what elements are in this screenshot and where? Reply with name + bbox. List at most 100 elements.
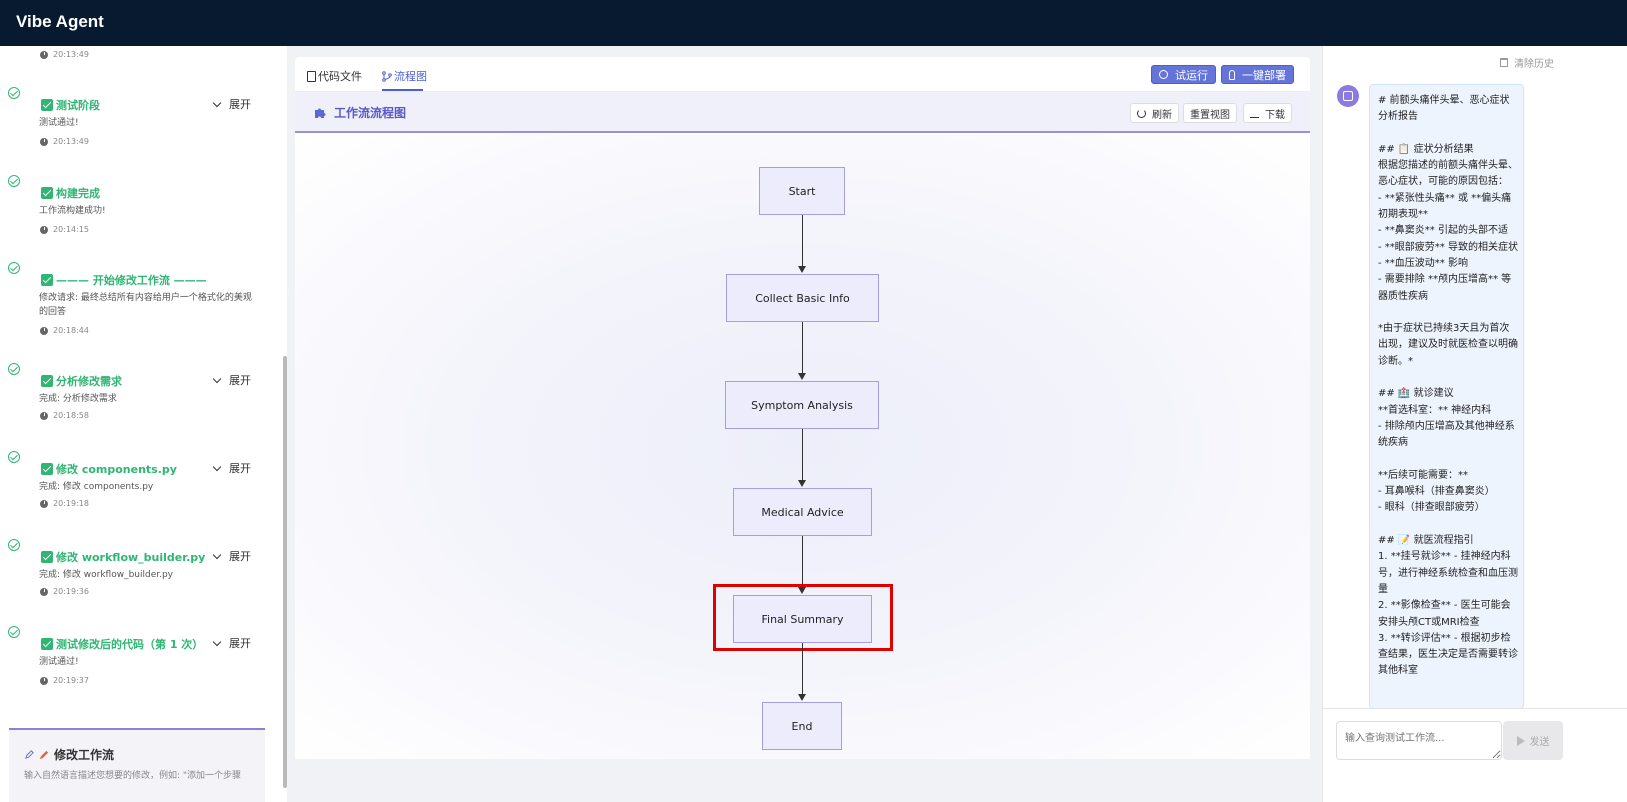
tab-flowchart[interactable]: 流程图 [382,68,427,84]
trash-icon [1500,58,1508,67]
edit-icon [39,750,49,760]
check-circle-icon [8,262,20,274]
step-title: 修改 workflow_builder.py [41,549,205,565]
chevron-down-icon [212,374,222,383]
step-desc: 测试通过! [39,657,79,667]
chevron-down-icon [212,637,222,646]
download-icon [1250,109,1259,118]
flowchart-canvas[interactable]: Start Collect Basic Info Symptom Analysi… [295,135,1310,759]
sidebar-scrollbar[interactable] [283,356,287,788]
refresh-button[interactable]: 刷新 [1130,103,1179,123]
flow-edge [802,536,803,588]
step-desc: 完成: 修改 components.py [39,482,154,492]
clock-icon [40,137,48,146]
clear-history-button[interactable]: 清除历史 [1500,55,1554,70]
clock-icon [40,225,48,234]
top-bar: Vibe Agent [0,0,1627,46]
flow-node-final-summary[interactable]: Final Summary [733,595,872,643]
flow-node-start[interactable]: Start [759,167,845,215]
arrow-head [798,266,806,273]
chevron-down-icon [212,550,222,559]
checkbox-icon [41,187,53,199]
bot-avatar [1337,85,1359,107]
expand-toggle[interactable]: 展开 [212,635,251,651]
workflow-title: 工作流流程图 [314,104,406,121]
send-icon [1516,735,1525,746]
step-time: 20:18:44 [40,326,89,335]
reset-view-button[interactable]: 重置视图 [1183,103,1237,123]
step-title: 测试阶段 [41,97,100,113]
workflow-header: 工作流流程图 刷新 重置视图 下载 [295,92,1310,133]
expand-toggle[interactable]: 展开 [212,548,251,564]
tab-code-files[interactable]: 代码文件 [307,68,362,84]
flow-edge [802,322,803,374]
clock-icon [40,587,48,596]
step-title: 分析修改需求 [41,373,122,389]
refresh-icon [1137,108,1146,118]
flow-node-collect-basic-info[interactable]: Collect Basic Info [726,274,879,322]
clock-icon [40,50,48,59]
chat-input[interactable] [1336,721,1502,760]
tab-bar: 代码文件 流程图 试运行 一键部署 [295,57,1310,92]
step-time: 20:13:49 [40,137,89,146]
step-title: 修改 components.py [41,461,177,477]
flow-node-symptom-analysis[interactable]: Symptom Analysis [725,381,879,429]
branch-icon [382,70,392,82]
check-circle-icon [8,539,20,551]
deploy-button[interactable]: 一键部署 [1221,65,1294,84]
trial-run-button[interactable]: 试运行 [1151,65,1216,84]
modify-input-hint[interactable]: 输入自然语言描述您想要的修改，例如: "添加一个步骤 [24,771,242,781]
send-button[interactable]: 发送 [1503,721,1563,760]
modify-workflow-panel: 修改工作流 输入自然语言描述您想要的修改，例如: "添加一个步骤 [9,728,265,802]
arrow-head [798,373,806,380]
step-time: 20:13:49 [40,50,89,59]
active-tab-indicator [382,89,423,91]
flow-node-end[interactable]: End [762,702,842,750]
pencil-icon [25,750,34,759]
flow-node-medical-advice[interactable]: Medical Advice [733,488,872,536]
chevron-down-icon [212,98,222,107]
download-button[interactable]: 下载 [1243,103,1292,123]
rocket-icon [1229,69,1235,80]
step-desc: 测试通过! [39,118,79,128]
flow-edge [802,429,803,481]
file-icon [307,70,316,82]
step-time: 20:19:37 [40,676,89,685]
clock-icon [40,411,48,420]
chevron-down-icon [212,462,222,471]
assistant-message: # 前额头痛伴头晕、恶心症状分析报告 ## 📋 症状分析结果 根据您描述的前额头… [1369,84,1524,709]
clock-icon [40,326,48,335]
check-circle-icon [8,363,20,375]
step-title: 构建完成 [41,185,100,201]
step-time: 20:14:15 [40,225,89,234]
arrow-head [798,480,806,487]
step-title: 测试修改后的代码（第 1 次） [41,636,203,652]
step-time: 20:18:58 [40,411,89,420]
message-text: # 前额头痛伴头晕、恶心症状分析报告 ## 📋 症状分析结果 根据您描述的前额头… [1378,95,1518,677]
step-desc: 完成: 分析修改需求 [39,394,117,404]
chat-input-area: 发送 [1323,708,1627,802]
checkbox-icon [41,375,53,387]
clock-icon [40,499,48,508]
step-time: 20:19:18 [40,499,89,508]
play-circle-icon [1159,70,1168,79]
checkbox-icon [41,463,53,475]
checkbox-icon [41,551,53,563]
highlight-box [713,584,893,651]
modify-title: 修改工作流 [24,746,114,763]
step-time: 20:19:36 [40,587,89,596]
main-panel: 代码文件 流程图 试运行 一键部署 工作流流程图 刷新 重置视图 下载 Star… [295,57,1310,759]
expand-toggle[interactable]: 展开 [212,460,251,476]
check-circle-icon [8,87,20,99]
clock-icon [40,676,48,685]
expand-toggle[interactable]: 展开 [212,96,251,112]
arrow-head [798,694,806,701]
step-desc: 完成: 修改 workflow_builder.py [39,570,174,580]
checkbox-icon [41,99,53,111]
check-circle-icon [8,626,20,638]
app-title: Vibe Agent [16,12,104,31]
checkbox-icon [41,274,53,286]
expand-toggle[interactable]: 展开 [212,372,251,388]
check-circle-icon [8,175,20,187]
step-desc: 工作流构建成功! [39,206,106,216]
